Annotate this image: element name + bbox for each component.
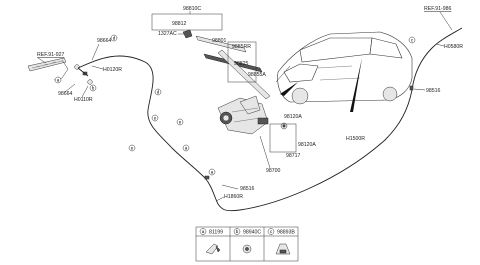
part-H0110R: H0110R bbox=[74, 97, 93, 103]
svg-text:e: e bbox=[154, 116, 157, 121]
part-9885RR: 9885RR bbox=[232, 44, 251, 50]
callout-a-3[interactable]: a bbox=[208, 168, 216, 176]
callout-e-3[interactable]: e bbox=[128, 144, 136, 152]
part-98825: 98825 bbox=[234, 61, 249, 67]
part-98516-right: 98516 bbox=[426, 88, 441, 94]
blade-clip bbox=[182, 29, 193, 39]
part-98801: 98801 bbox=[212, 38, 227, 44]
callout-d-2[interactable]: d bbox=[154, 88, 162, 96]
nozzle-location-arrow bbox=[350, 58, 362, 112]
grommet-98120A bbox=[280, 122, 288, 130]
legend-callout-c: c bbox=[267, 228, 275, 235]
callout-e-1[interactable]: e bbox=[151, 114, 159, 122]
legend-table: a 81199 b 98940C c 98893B bbox=[195, 226, 299, 262]
callout-d-1[interactable]: d bbox=[110, 34, 118, 42]
svg-text:e: e bbox=[131, 146, 134, 151]
svg-text:e: e bbox=[179, 120, 182, 125]
svg-text:a: a bbox=[185, 146, 188, 151]
legend-part-a: 81199 bbox=[209, 230, 223, 236]
wiper-motor bbox=[217, 95, 269, 135]
part-98810C: 98810C bbox=[183, 6, 201, 12]
part-H1860R: H1860R bbox=[224, 194, 243, 200]
motor-location-arrow bbox=[280, 82, 298, 96]
callout-a-1[interactable]: a bbox=[54, 76, 62, 84]
ref-right-label[interactable]: REF.91-986 bbox=[424, 6, 452, 12]
svg-text:d: d bbox=[113, 36, 116, 41]
callout-e-2[interactable]: e bbox=[176, 118, 184, 126]
washer-hose-main bbox=[77, 27, 463, 212]
part-98120A-2: 98120A bbox=[298, 142, 316, 148]
svg-text:a: a bbox=[202, 229, 205, 234]
legend-callout-b: b bbox=[233, 228, 241, 235]
legend-callout-a: a bbox=[199, 228, 207, 235]
arm-kit-box bbox=[227, 41, 257, 83]
wiper-blade bbox=[195, 35, 271, 100]
part-98717: 98717 bbox=[286, 153, 301, 159]
callout-b-1[interactable]: b bbox=[89, 84, 97, 92]
svg-text:c: c bbox=[411, 38, 414, 43]
legend-part-b: 98940C bbox=[243, 230, 261, 236]
part-98664-top: 98664 bbox=[97, 38, 112, 44]
svg-text:a: a bbox=[57, 78, 60, 83]
nozzle-hood-strip bbox=[27, 57, 69, 81]
grommet-98893B-icon bbox=[275, 243, 291, 255]
part-98812: 98812 bbox=[172, 21, 187, 27]
part-H0580R: H0580R bbox=[444, 44, 463, 50]
part-98516-bottom: 98516 bbox=[240, 186, 255, 192]
part-98120A: 98120A bbox=[284, 114, 302, 120]
motor-kit-box bbox=[269, 123, 297, 153]
part-98664-bottom: 98664 bbox=[58, 91, 73, 97]
part-1327AC: 1327AC bbox=[158, 31, 177, 37]
part-98700: 98700 bbox=[266, 168, 281, 174]
callout-a-2[interactable]: a bbox=[182, 144, 190, 152]
part-H0120R: H0120R bbox=[103, 67, 122, 73]
legend-part-c: 98893B bbox=[277, 230, 295, 236]
svg-text:d: d bbox=[157, 90, 160, 95]
grommet-98940C-icon bbox=[242, 244, 252, 254]
part-98855A: 98855A bbox=[248, 72, 266, 78]
clip-81199-icon bbox=[205, 243, 221, 255]
svg-text:a: a bbox=[211, 170, 214, 175]
ref-left-label[interactable]: REF.91-927 bbox=[37, 52, 65, 58]
blade-kit-box bbox=[151, 13, 223, 31]
svg-text:b: b bbox=[92, 86, 95, 91]
svg-text:b: b bbox=[236, 229, 239, 234]
vehicle-outline bbox=[277, 31, 413, 105]
callout-c-1[interactable]: c bbox=[408, 36, 416, 44]
part-H1500R: H1500R bbox=[346, 136, 365, 142]
hose-connector-left bbox=[74, 64, 93, 85]
svg-text:c: c bbox=[270, 229, 273, 234]
